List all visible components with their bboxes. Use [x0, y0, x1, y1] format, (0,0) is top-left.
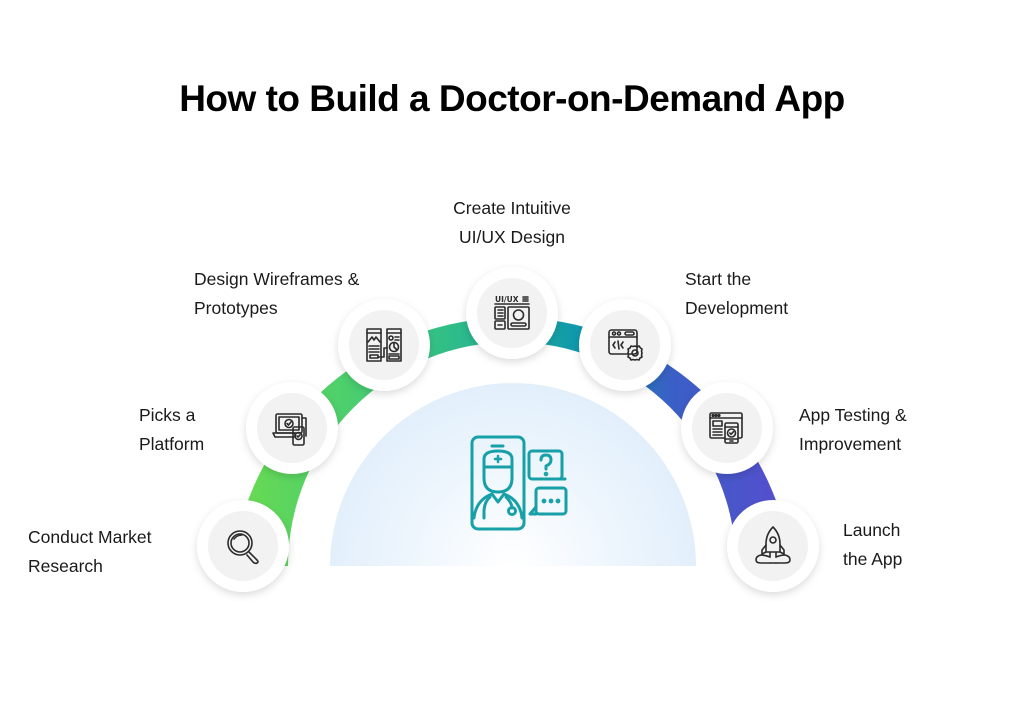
step-node-disc — [590, 310, 660, 380]
ui-ux-icon — [494, 296, 530, 330]
testing-icon — [709, 412, 743, 444]
step-node-6 — [681, 382, 773, 474]
step-node-2 — [246, 382, 338, 474]
telemedicine-doctor-phone-icon — [470, 435, 568, 531]
wireframe-icon — [366, 328, 402, 362]
step-node-3 — [338, 299, 430, 391]
magnifier-icon — [227, 530, 259, 565]
step-label-launch: Launch the App — [843, 520, 903, 569]
step-node-disc — [208, 511, 278, 581]
step-label-ui-ux: Create Intuitive UI/UX Design — [453, 198, 571, 247]
step-node-disc — [477, 278, 547, 348]
step-label-development: Start the Development — [685, 269, 789, 318]
rocket-icon — [755, 526, 791, 564]
step-label-wireframes: Design Wireframes & Prototypes — [194, 269, 360, 318]
step-node-1 — [197, 500, 289, 592]
step-node-4: UI/UX — [466, 267, 558, 359]
step-node-disc — [349, 310, 419, 380]
code-gear-icon — [608, 329, 643, 361]
step-label-testing: App Testing & Improvement — [799, 405, 907, 454]
step-label-platform: Picks a Platform — [139, 405, 205, 454]
step-node-7 — [727, 500, 819, 592]
ui-ux-icon-text: UI/UX — [495, 295, 519, 304]
page-title: How to Build a Doctor-on-Demand App — [179, 78, 845, 119]
step-node-disc — [738, 511, 808, 581]
step-node-5 — [579, 299, 671, 391]
devices-check-icon — [272, 413, 307, 446]
step-node-disc — [257, 393, 327, 463]
step-label-market-research: Conduct Market Research — [28, 527, 152, 576]
